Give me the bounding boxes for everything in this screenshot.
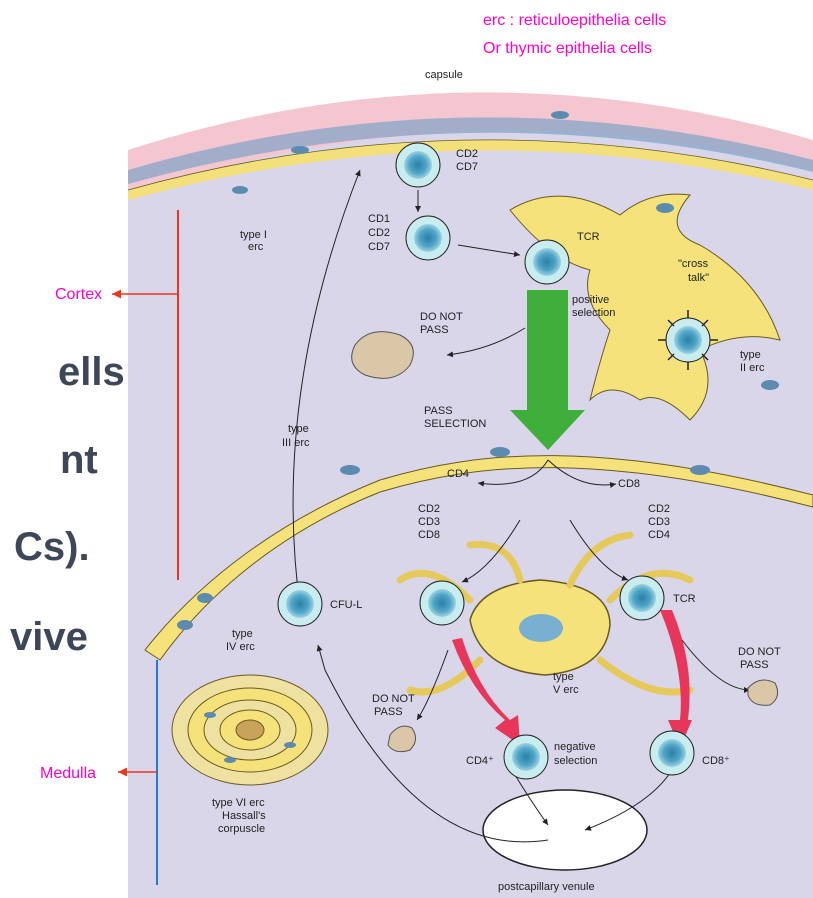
label-type2-a: type xyxy=(740,349,761,361)
cortex-label: Cortex xyxy=(55,286,102,303)
label-cross-b: talk" xyxy=(688,272,709,284)
overlay-text-1: ells xyxy=(58,350,125,394)
cell-cfu-l xyxy=(278,582,322,626)
label-cd3-right: CD3 xyxy=(648,516,670,528)
label-type6-c: corpuscle xyxy=(218,823,265,835)
label-do-not-1: DO NOT xyxy=(420,311,463,323)
label-type5-b: V erc xyxy=(553,684,579,696)
label-cd7-mid: CD7 xyxy=(368,241,390,253)
label-cd7-top: CD7 xyxy=(456,161,478,173)
label-type1-a: type I xyxy=(240,229,267,241)
cell-cd1-cd2-cd7 xyxy=(406,216,450,260)
cell-cd8-plus xyxy=(650,731,694,775)
label-cd2-right: CD2 xyxy=(648,503,670,515)
label-cd2-mid: CD2 xyxy=(368,227,390,239)
overlay-text-3: Cs). xyxy=(14,525,90,569)
cell-tcr xyxy=(525,240,569,284)
medulla-label: Medulla xyxy=(40,765,96,782)
postcapillary-venule xyxy=(483,790,647,870)
overlay-text-2: nt xyxy=(60,438,98,482)
label-tcr-bottom: TCR xyxy=(673,593,696,605)
cell-cd2-cd3-cd4 xyxy=(620,576,664,620)
label-pass-1: PASS xyxy=(420,324,449,336)
apoptotic-cell xyxy=(352,332,414,379)
label-cd8-branch: CD8 xyxy=(618,478,640,490)
label-postcapillary-venule: postcapillary venule xyxy=(498,881,595,893)
label-type4-b: IV erc xyxy=(226,641,255,653)
overlay-text-4: vive xyxy=(10,615,88,659)
label-do-not-3: DO NOT xyxy=(372,693,415,705)
erc-definition-line2: Or thymic epithelia cells xyxy=(483,40,652,57)
label-cd8-left: CD8 xyxy=(418,529,440,541)
label-cfu-l: CFU-L xyxy=(330,599,362,611)
hassalls-corpuscle xyxy=(172,675,328,785)
label-pass-3: PASS xyxy=(374,706,403,718)
label-type1-b: erc xyxy=(248,241,264,253)
label-type4-a: type xyxy=(232,628,253,640)
label-cd2-left: CD2 xyxy=(418,503,440,515)
label-cd4-plus: CD4⁺ xyxy=(466,755,494,767)
label-do-not-2: DO NOT xyxy=(738,646,781,658)
label-type6-a: type VI erc xyxy=(212,797,265,809)
cell-cd2-cd7 xyxy=(396,143,440,187)
cell-cd4-plus xyxy=(504,735,548,779)
cell-cd2-cd3-cd8 xyxy=(420,581,464,625)
label-pass-sel-a: PASS xyxy=(424,405,453,417)
label-type3-a: type xyxy=(288,423,309,435)
label-type2-b: II erc xyxy=(740,362,765,374)
label-type6-b: Hassall's xyxy=(222,810,266,822)
label-cd2-top: CD2 xyxy=(456,148,478,160)
apoptotic-cell xyxy=(748,680,778,705)
label-cd1: CD1 xyxy=(368,213,390,225)
label-cd8-plus: CD8⁺ xyxy=(702,755,730,767)
label-positive: positive xyxy=(572,294,609,306)
label-type5-a: type xyxy=(553,671,574,683)
label-negative: negative xyxy=(554,741,596,753)
label-cd4-right: CD4 xyxy=(648,529,670,541)
label-cross-a: "cross xyxy=(678,258,709,270)
label-negative-selection: selection xyxy=(554,755,597,767)
capsule-label: capsule xyxy=(425,69,463,81)
label-type3-b: III erc xyxy=(282,437,310,449)
label-positive-selection: selection xyxy=(572,307,615,319)
label-cd3-left: CD3 xyxy=(418,516,440,528)
label-tcr-top: TCR xyxy=(577,231,600,243)
erc-definition-line1: erc : reticuloepithelia cells xyxy=(483,12,666,29)
label-pass-sel-b: SELECTION xyxy=(424,418,486,430)
label-cd4-branch: CD4 xyxy=(447,468,469,480)
label-pass-2: PASS xyxy=(740,659,769,671)
